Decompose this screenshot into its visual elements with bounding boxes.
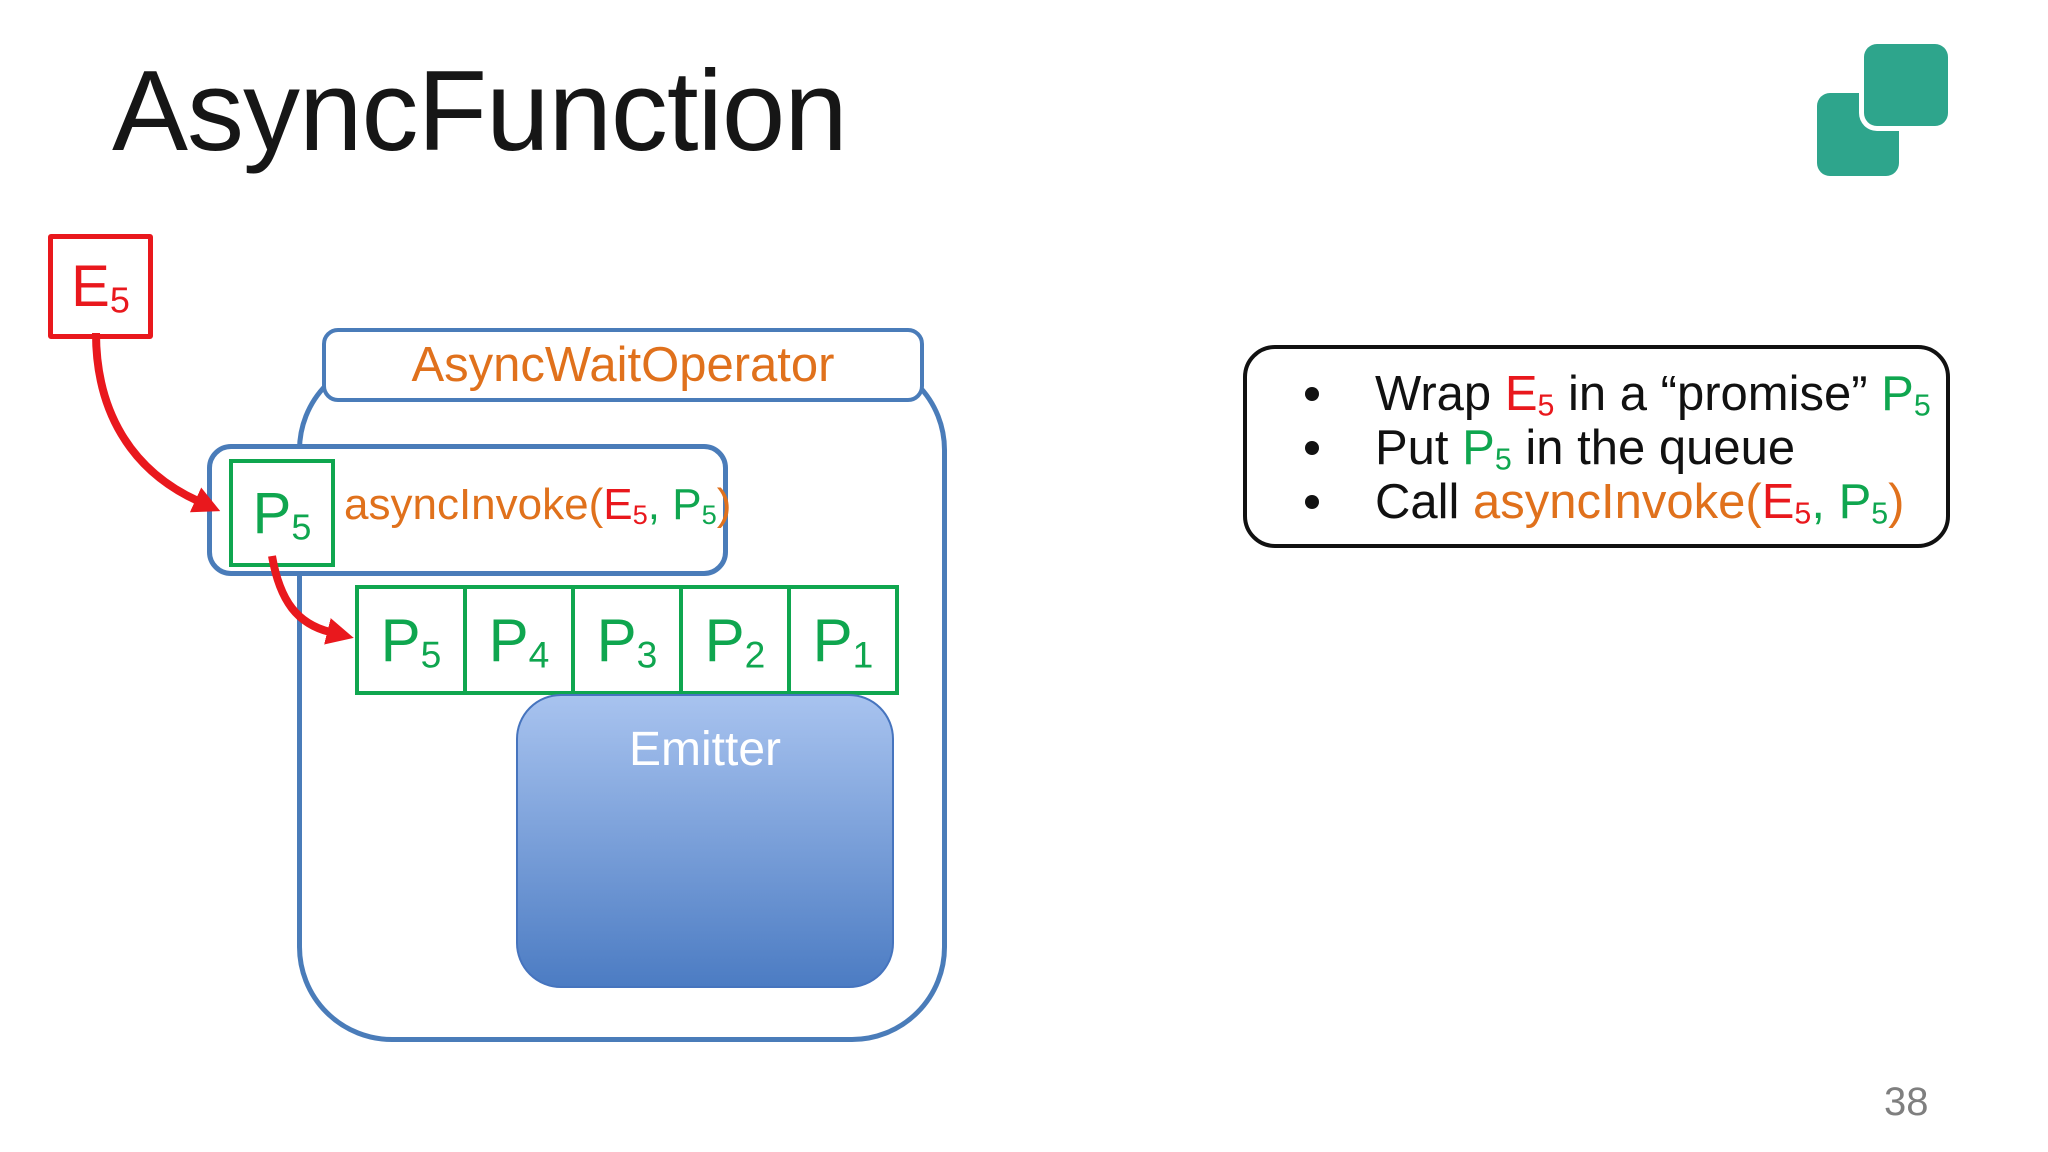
queue-cell: P4 [463, 589, 571, 691]
emitter-box: Emitter [516, 694, 894, 988]
bullet-dot-icon [1305, 441, 1319, 455]
note-text: Call asyncInvoke(E5, P5) [1375, 475, 1905, 531]
bullet-dot-icon [1305, 495, 1319, 509]
logo-square-front-icon [1864, 44, 1948, 126]
promise-p5-box: P5 [229, 459, 335, 567]
event-e5-label: E5 [71, 254, 130, 321]
queue-cell: P2 [679, 589, 787, 691]
queue-cell: P5 [380, 606, 442, 676]
queue-cell: P1 [787, 589, 895, 691]
arrow-e5-to-p5 [92, 332, 221, 513]
promise-p5-label: P5 [252, 480, 312, 547]
page-title: AsyncFunction [112, 48, 848, 175]
async-invoke-call-text: asyncInvoke(E5, P5) [344, 480, 732, 530]
note-line: Call asyncInvoke(E5, P5) [1247, 475, 1946, 529]
operator-title: AsyncWaitOperator [411, 338, 835, 392]
note-line: Put P5 in the queue [1247, 421, 1946, 475]
note-text: Wrap E5 in a “promise” P5 [1375, 367, 1931, 423]
note-text: Put P5 in the queue [1375, 421, 1796, 477]
event-e5-box: E5 [48, 234, 153, 339]
async-invoke-box: P5 asyncInvoke(E5, P5) [207, 444, 732, 576]
emitter-label: Emitter [628, 723, 781, 776]
notes-box: Wrap E5 in a “promise” P5 Put P5 in the … [1243, 345, 1950, 548]
note-line: Wrap E5 in a “promise” P5 [1247, 367, 1946, 421]
operator-header: AsyncWaitOperator [322, 328, 924, 402]
page-number: 38 [1884, 1080, 1929, 1124]
bullet-dot-icon [1305, 387, 1319, 401]
queue-cell: P3 [571, 589, 679, 691]
